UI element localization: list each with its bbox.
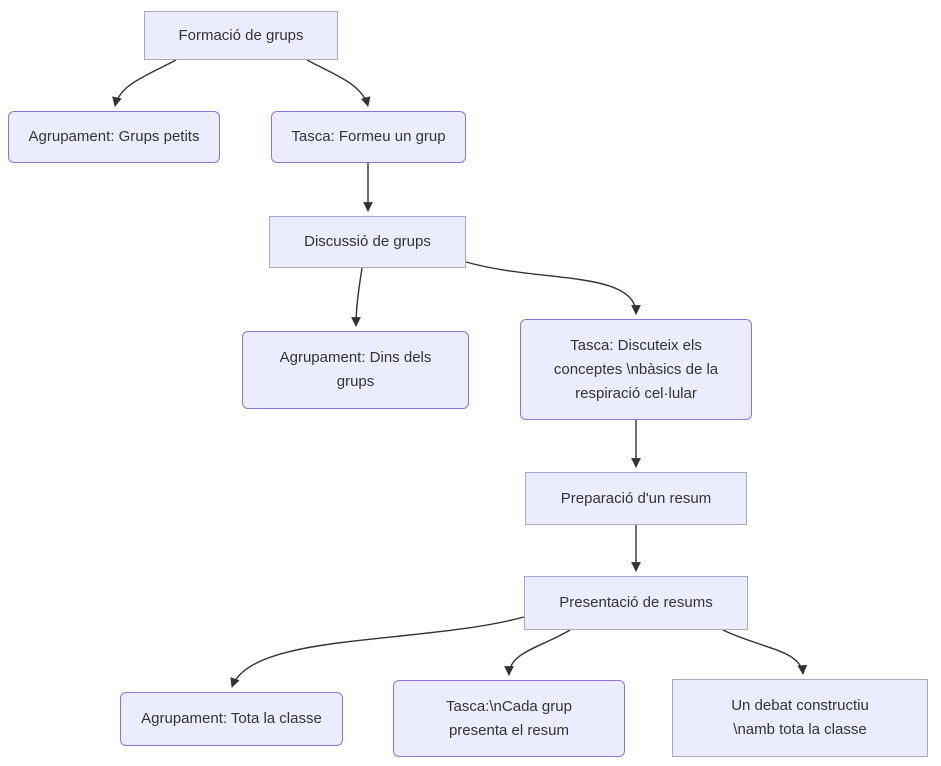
node-discussio-de-grups: Discussió de grups — [269, 216, 466, 268]
node-un-debat-constructiu: Un debat constructiu \namb tota la class… — [672, 679, 928, 757]
edge-presentacio-to-debat — [722, 629, 808, 675]
node-preparacio-dun-resum: Preparació d'un resum — [525, 472, 747, 525]
node-tasca-cada-grup-presenta: Tasca:\nCada grup presenta el resum — [393, 680, 625, 757]
edge-formacio-to-tasca-formeu — [306, 59, 371, 107]
node-tasca-formeu-un-grup: Tasca: Formeu un grup — [271, 111, 466, 163]
node-agrupament-grups-petits: Agrupament: Grups petits — [8, 111, 220, 163]
edge-presentacio-to-tasca-presenta — [504, 629, 571, 676]
edge-formacio-to-agrupament-petits — [112, 59, 177, 107]
node-tasca-discuteix-conceptes: Tasca: Discuteix els conceptes \nbàsics … — [520, 319, 752, 420]
node-agrupament-dins-dels-grups: Agrupament: Dins dels grups — [242, 331, 469, 409]
edge-presentacio-to-agrupament-classe — [230, 616, 525, 688]
edge-discussio-to-agrupament-dins — [351, 267, 363, 327]
node-presentacio-de-resums: Presentació de resums — [524, 576, 748, 630]
node-agrupament-tota-la-classe: Agrupament: Tota la classe — [120, 692, 343, 746]
edge-discussio-to-tasca-discuteix — [465, 261, 641, 315]
node-formacio-de-grups: Formació de grups — [144, 11, 338, 60]
